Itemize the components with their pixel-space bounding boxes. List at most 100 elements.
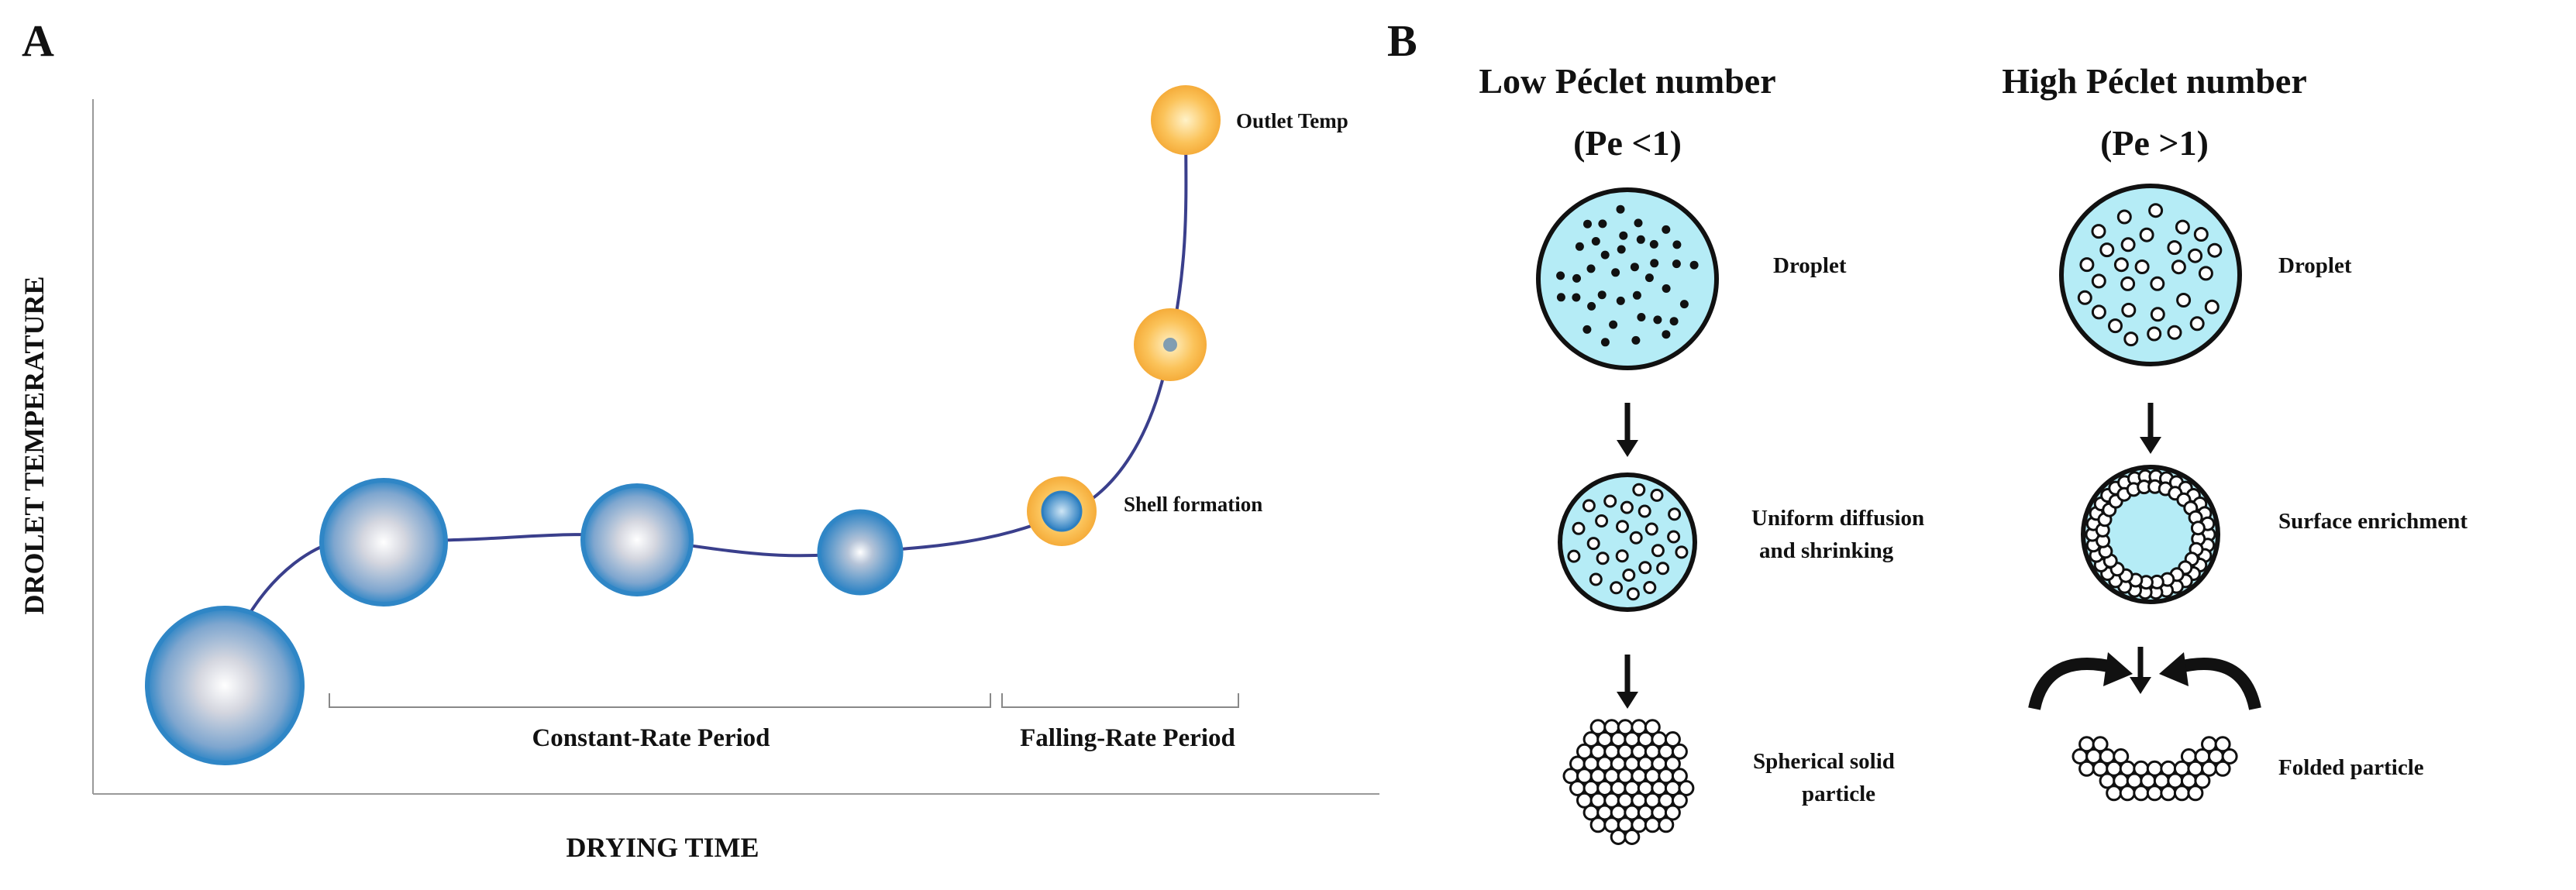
- folded-solid: [2221, 748, 2238, 765]
- low-pe-spherical-solid-particle: [1562, 719, 1695, 845]
- solid-dot: [1679, 300, 1689, 309]
- solid-dot: [1609, 320, 1618, 329]
- solid-dot: [1616, 296, 1625, 305]
- folded-solid: [2173, 785, 2190, 802]
- solid-ring: [2167, 240, 2182, 256]
- solid-ring: [1610, 581, 1624, 595]
- solid-dot: [1572, 273, 1581, 283]
- low-pe-arrowhead-1: [1617, 440, 1638, 457]
- packed-solid: [1624, 829, 1641, 845]
- solid-ring: [1589, 572, 1603, 586]
- y-axis-title: DROLET TEMPERATURE: [19, 276, 50, 614]
- solid-ring: [1572, 521, 1586, 535]
- x-axis-title: DRYING TIME: [566, 832, 759, 863]
- solid-ring: [1626, 587, 1640, 601]
- solid-dot: [1653, 315, 1662, 325]
- solid-dot: [1582, 325, 1592, 334]
- solid-ring: [2147, 326, 2162, 342]
- high-pe-stage2-label: Surface enrichment: [2278, 509, 2468, 534]
- solid-ring: [1650, 488, 1664, 502]
- solid-ring: [1643, 581, 1657, 594]
- solid-dot: [1572, 293, 1581, 302]
- packed-solid: [1664, 755, 1681, 772]
- solid-dot: [1600, 250, 1610, 259]
- low-peclet-condition: (Pe <1): [1573, 123, 1682, 163]
- solid-dot: [1600, 338, 1610, 347]
- solid-dot: [1689, 260, 1699, 270]
- falling-rate-label: Falling-Rate Period: [1020, 724, 1235, 752]
- solid-ring: [2113, 257, 2129, 273]
- solid-ring: [2171, 259, 2186, 275]
- solid-ring: [2077, 290, 2092, 305]
- solid-dot: [1556, 293, 1565, 302]
- solid-ring: [1622, 569, 1636, 582]
- solid-dot: [1650, 259, 1659, 268]
- high-peclet-heading: High Péclet number: [2002, 61, 2307, 101]
- droplet-stage-1: [145, 606, 305, 765]
- packed-solid: [1671, 792, 1688, 809]
- high-pe-stage3-label: Folded particle: [2278, 755, 2424, 780]
- solid-dot: [1556, 271, 1565, 280]
- fold-arrow-right: [2175, 658, 2261, 710]
- fold-arrowhead-left: [2103, 652, 2133, 686]
- solid-ring: [2175, 219, 2190, 235]
- solid-dot: [1611, 268, 1620, 277]
- solid-ring: [2150, 276, 2165, 291]
- outlet-temp-label: Outlet Temp: [1236, 109, 1348, 132]
- solid-ring: [2189, 316, 2205, 332]
- folded-solid: [2187, 785, 2204, 802]
- solid-dot: [1672, 259, 1681, 269]
- solid-ring: [2167, 325, 2182, 340]
- folded-solid: [2106, 785, 2123, 802]
- solid-ring: [1603, 494, 1617, 508]
- solid-ring: [1644, 522, 1658, 536]
- surface-solid: [2190, 521, 2206, 536]
- solid-ring: [2091, 273, 2106, 289]
- solid-ring: [2150, 307, 2165, 322]
- solid-dot: [1672, 240, 1682, 249]
- packed-solid: [1678, 780, 1695, 796]
- solid-dot: [1649, 239, 1658, 249]
- solid-dot: [1662, 330, 1671, 339]
- low-peclet-heading: Low Péclet number: [1479, 61, 1775, 101]
- solid-dot: [1662, 225, 1671, 234]
- low-pe-arrowhead-2: [1617, 692, 1638, 709]
- solid-dot: [1662, 284, 1671, 293]
- packed-solid: [1664, 804, 1681, 821]
- low-pe-stage2-label-1: Uniform diffusion: [1751, 506, 1924, 531]
- solid-dot: [1617, 245, 1626, 254]
- solid-dot: [1644, 273, 1654, 283]
- shell-formation-core: [1041, 490, 1083, 532]
- solid-ring: [1582, 499, 1596, 513]
- packed-solid: [1658, 816, 1675, 833]
- solid-dot: [1591, 237, 1600, 246]
- low-pe-stage2-label-2: and shrinking: [1759, 538, 1894, 563]
- low-pe-stage3-label-2: particle: [1802, 782, 1875, 806]
- solid-dot: [1575, 242, 1584, 251]
- solid-ring: [1638, 504, 1651, 518]
- low-pe-dispersed-solids: [1556, 204, 1699, 347]
- folded-solid: [2160, 785, 2177, 802]
- panel-a-letter: A: [22, 15, 54, 66]
- solid-ring: [2116, 209, 2132, 225]
- solid-ring: [2123, 332, 2139, 347]
- solid-ring: [2091, 304, 2106, 320]
- solid-ring: [2108, 318, 2123, 334]
- solid-ring: [2176, 293, 2192, 308]
- constant-rate-label: Constant-Rate Period: [532, 724, 770, 752]
- fold-arrowhead-right: [2159, 652, 2189, 686]
- solid-ring: [2091, 224, 2106, 239]
- solid-ring: [2139, 227, 2154, 242]
- solid-ring: [1616, 520, 1629, 534]
- solid-dot: [1630, 263, 1639, 272]
- shell-formation-label: Shell formation: [1124, 493, 1262, 516]
- high-pe-folded-particle: [2071, 736, 2238, 802]
- solid-ring: [1620, 500, 1634, 514]
- solid-ring: [2148, 203, 2164, 218]
- solid-ring: [1615, 549, 1629, 563]
- solid-ring: [2207, 242, 2223, 258]
- solid-dot: [1632, 290, 1641, 300]
- solid-ring: [2198, 266, 2213, 281]
- solid-ring: [1567, 549, 1581, 563]
